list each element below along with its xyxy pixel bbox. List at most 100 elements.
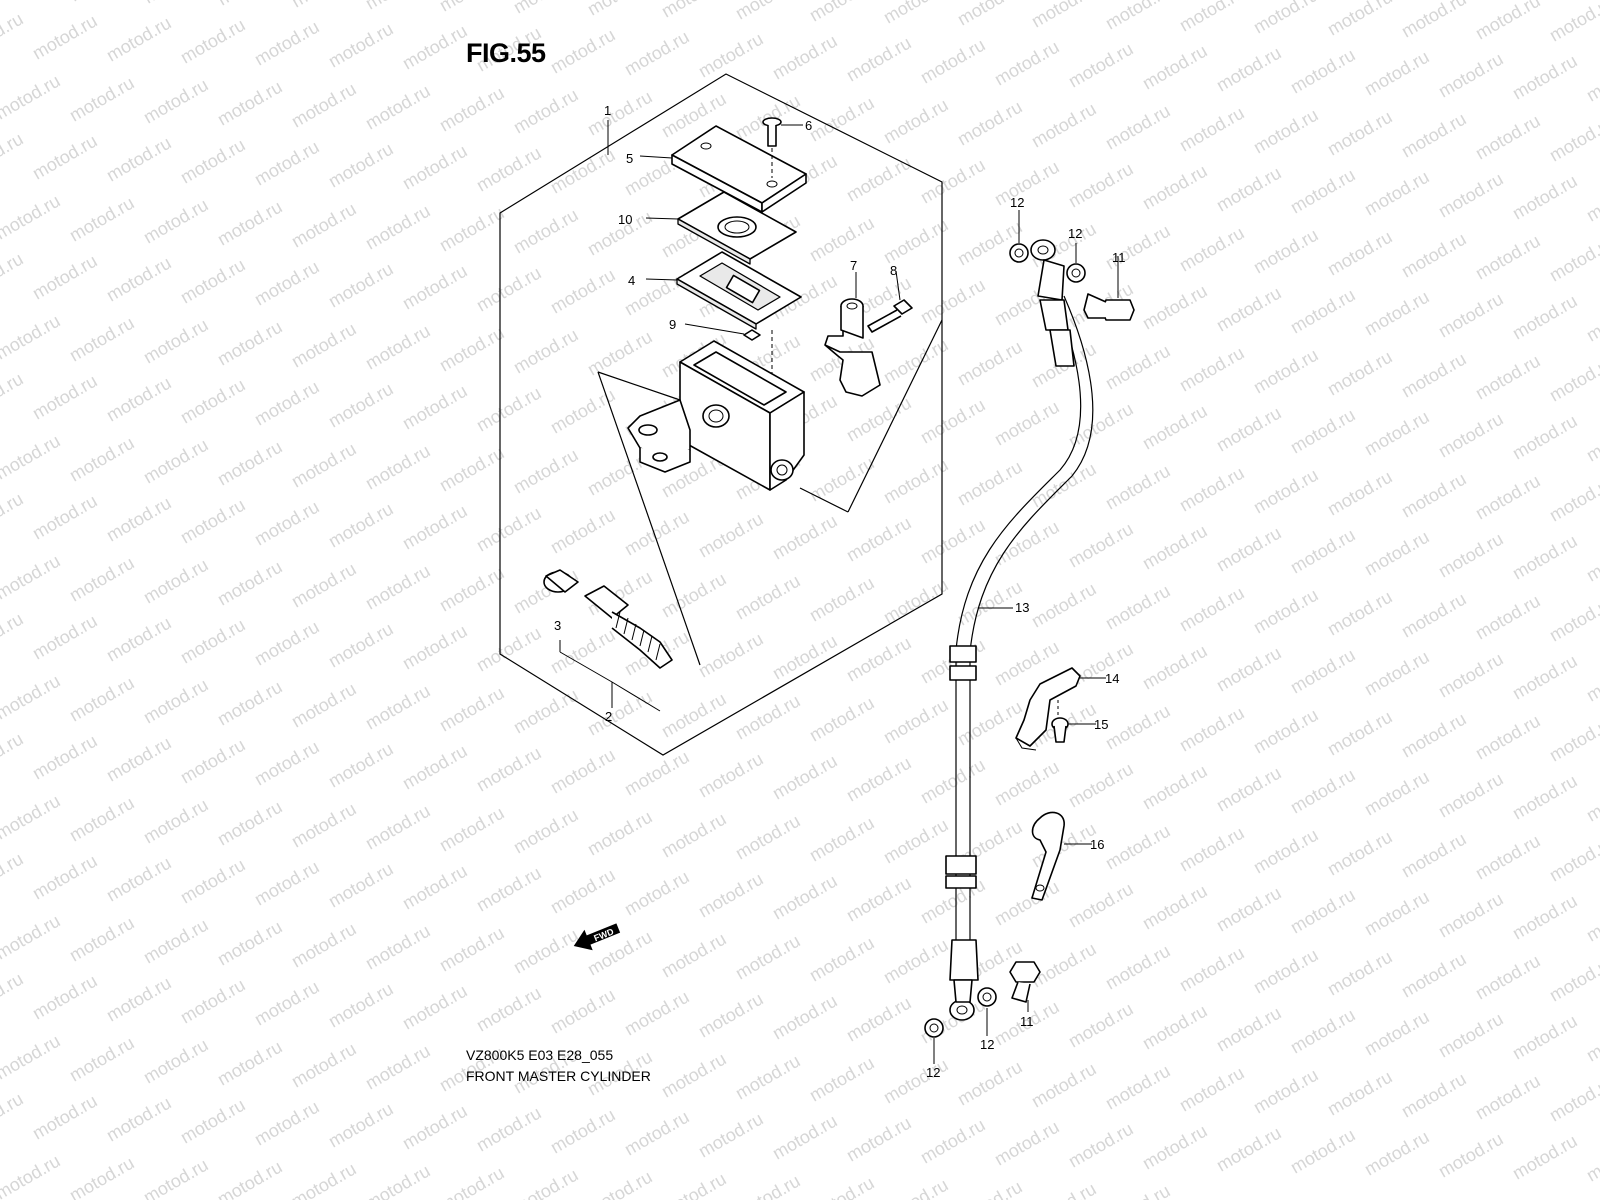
watermark-text: motod.ru: [547, 505, 619, 558]
watermark-text: motod.ru: [917, 395, 989, 448]
watermark-text: motod.ru: [177, 615, 249, 668]
watermark-text: motod.ru: [1213, 163, 1285, 216]
watermark-text: motod.ru: [1435, 289, 1507, 342]
watermark-text: motod.ru: [954, 97, 1026, 150]
watermark-text: motod.ru: [1102, 701, 1174, 754]
watermark-text: motod.ru: [288, 199, 360, 252]
watermark-text: motod.ru: [1361, 1127, 1433, 1180]
watermark-text: motod.ru: [103, 973, 175, 1026]
watermark-text: motod.ru: [251, 17, 323, 70]
watermark-text: motod.ru: [880, 455, 952, 508]
watermark-text: motod.ru: [1139, 881, 1211, 934]
watermark-text: motod.ru: [806, 573, 878, 626]
watermark-text: motod.ru: [1176, 703, 1248, 756]
watermark-text: motod.ru: [177, 975, 249, 1028]
watermark-text: motod.ru: [1509, 1011, 1581, 1064]
watermark-text: motod.ru: [1176, 583, 1248, 636]
callout-5: 5: [626, 151, 633, 166]
watermark-text: motod.ru: [1546, 233, 1600, 286]
watermark-text: motod.ru: [732, 571, 804, 624]
watermark-text: motod.ru: [954, 457, 1026, 510]
watermark-text: motod.ru: [1176, 223, 1248, 276]
watermark-text: motod.ru: [288, 319, 360, 372]
watermark-text: motod.ru: [1176, 463, 1248, 516]
callout-11-bottom: 11: [1020, 1014, 1034, 1029]
watermark-text: motod.ru: [1028, 0, 1100, 31]
watermark-text: motod.ru: [1509, 291, 1581, 344]
watermark-text: motod.ru: [251, 737, 323, 790]
callout-6: 6: [805, 118, 812, 133]
watermark-text: motod.ru: [1509, 771, 1581, 824]
watermark-text: motod.ru: [991, 757, 1063, 810]
watermark-text: motod.ru: [1435, 1129, 1507, 1182]
watermark-text: motod.ru: [843, 993, 915, 1046]
watermark-text: motod.ru: [288, 1039, 360, 1092]
watermark-text: motod.ru: [1102, 461, 1174, 514]
watermark-text: motod.ru: [140, 75, 212, 128]
watermark-text: motod.ru: [1176, 943, 1248, 996]
watermark-text: motod.ru: [621, 987, 693, 1040]
watermark-text: motod.ru: [1213, 283, 1285, 336]
watermark-text: motod.ru: [0, 0, 64, 3]
watermark-text: motod.ru: [1139, 1121, 1211, 1174]
watermark-text: motod.ru: [695, 509, 767, 562]
watermark-text: motod.ru: [1361, 287, 1433, 340]
watermark-text: motod.ru: [0, 369, 27, 422]
watermark-text: motod.ru: [1546, 953, 1600, 1006]
watermark-text: motod.ru: [362, 0, 434, 13]
watermark-text: motod.ru: [214, 317, 286, 370]
watermark-text: motod.ru: [1102, 581, 1174, 634]
watermark-text: motod.ru: [843, 513, 915, 566]
watermark-text: motod.ru: [1028, 99, 1100, 152]
watermark-text: motod.ru: [214, 0, 286, 9]
watermark-text: motod.ru: [251, 617, 323, 670]
watermark-text: motod.ru: [584, 0, 656, 19]
watermark-text: motod.ru: [0, 671, 64, 724]
callout-1: 1: [604, 103, 611, 118]
watermark-text: motod.ru: [29, 371, 101, 424]
watermark-text: motod.ru: [1435, 769, 1507, 822]
watermark-text: motod.ru: [1287, 45, 1359, 98]
watermark-text: motod.ru: [732, 811, 804, 864]
watermark-text: motod.ru: [1287, 525, 1359, 578]
watermark-text: motod.ru: [769, 751, 841, 804]
watermark-text: motod.ru: [843, 753, 915, 806]
watermark-text: motod.ru: [177, 855, 249, 908]
watermark-text: motod.ru: [1398, 709, 1470, 762]
watermark-text: motod.ru: [0, 551, 64, 604]
watermark-text: motod.ru: [214, 197, 286, 250]
watermark-text: motod.ru: [1213, 763, 1285, 816]
watermark-text: motod.ru: [473, 743, 545, 796]
watermark-text: motod.ru: [103, 853, 175, 906]
watermark-text: motod.ru: [1509, 891, 1581, 944]
watermark-text: motod.ru: [510, 805, 582, 858]
watermark-text: motod.ru: [880, 935, 952, 988]
watermark-text: motod.ru: [1065, 879, 1137, 932]
watermark-text: motod.ru: [177, 135, 249, 188]
watermark-text: motod.ru: [695, 869, 767, 922]
watermark-text: motod.ru: [1250, 465, 1322, 518]
watermark-text: motod.ru: [1546, 593, 1600, 646]
watermark-text: motod.ru: [991, 157, 1063, 210]
watermark-text: motod.ru: [1583, 173, 1600, 226]
watermark-text: motod.ru: [732, 1171, 804, 1200]
watermark-text: motod.ru: [214, 1157, 286, 1200]
watermark-text: motod.ru: [843, 393, 915, 446]
watermark-text: motod.ru: [1398, 349, 1470, 402]
watermark-text: motod.ru: [917, 1115, 989, 1168]
watermark-text: motod.ru: [1472, 471, 1544, 524]
watermark-text: motod.ru: [1435, 649, 1507, 702]
watermark-text: motod.ru: [0, 1151, 64, 1200]
watermark-text: motod.ru: [1065, 519, 1137, 572]
watermark-text: motod.ru: [140, 1155, 212, 1200]
watermark-text: motod.ru: [1583, 533, 1600, 586]
watermark-text: motod.ru: [917, 515, 989, 568]
watermark-text: motod.ru: [769, 871, 841, 924]
watermark-text: motod.ru: [1361, 887, 1433, 940]
watermark-text: motod.ru: [251, 257, 323, 310]
watermark-text: motod.ru: [1509, 651, 1581, 704]
fwd-label: FWD: [592, 926, 615, 943]
watermark-text: motod.ru: [66, 1033, 138, 1086]
watermark-text: motod.ru: [1583, 413, 1600, 466]
watermark-text: motod.ru: [1583, 1133, 1600, 1186]
